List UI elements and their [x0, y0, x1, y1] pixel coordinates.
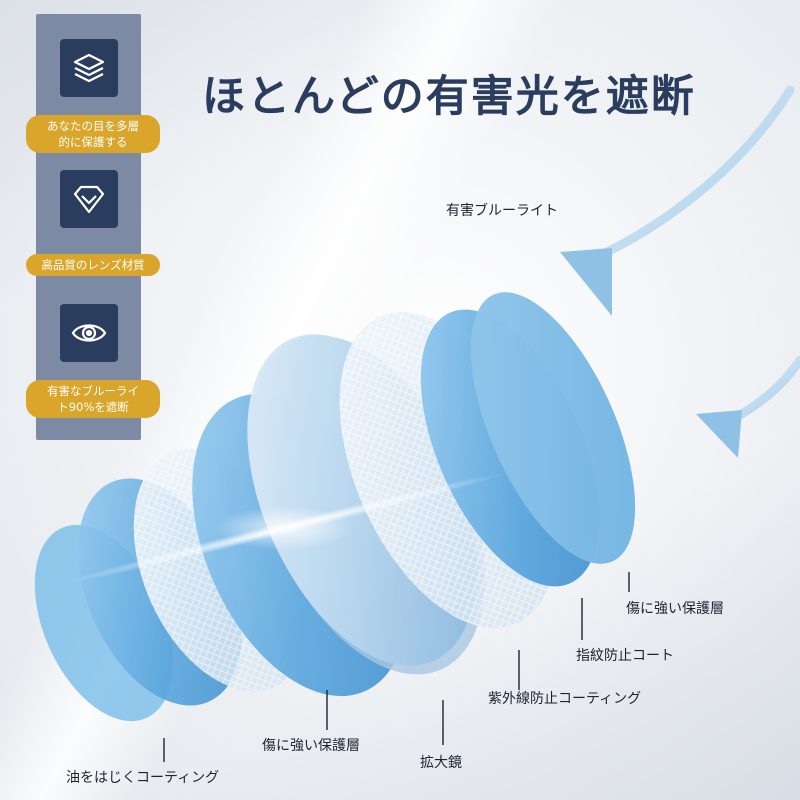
layer-label-scratch-front: 傷に強い保護層: [262, 738, 360, 754]
layer-label-uv: 紫外線防止コーティング: [488, 691, 642, 707]
feature-tag-multilayer: あなたの目を多層 的に保護する: [26, 115, 160, 153]
lens-scratch-back: [470, 292, 636, 564]
layers-icon: [60, 39, 118, 97]
layer-label-oil: 油をはじくコーティング: [66, 770, 220, 786]
light-flare: [61, 472, 509, 584]
feature-tag-bluelight: 有害なブルーライ ト90%を遮断: [26, 380, 160, 418]
incoming-light-label: 有害ブルーライト: [446, 203, 558, 219]
feature-tag-line: 的に保護する: [58, 135, 128, 149]
eye-icon: [60, 304, 118, 362]
layer-label-magnifier: 拡大鏡: [420, 755, 462, 771]
feature-tag-line: 高品質のレンズ材質: [41, 258, 145, 272]
feature-tag-line: あなたの目を多層: [47, 119, 139, 133]
feature-tag-line: ト90%を遮断: [57, 400, 129, 414]
feature-sidebar: あなたの目を多層 的に保護する 高品質のレンズ材質: [26, 14, 160, 440]
light-arrow-lower: [696, 355, 800, 458]
page-title: ほとんどの有害光を遮断: [202, 72, 696, 122]
feature-tag-material: 高品質のレンズ材質: [26, 254, 160, 276]
layer-label-scratch-back: 傷に強い保護層: [626, 601, 724, 617]
diamond-icon: [60, 170, 118, 228]
layer-label-fingerprint: 指紋防止コート: [576, 648, 674, 664]
leader-lines: [163, 572, 630, 762]
light-arrow-upper: [560, 85, 795, 316]
feature-tag-line: 有害なブルーライ: [47, 384, 139, 398]
lens-scratch-back-tint: [470, 292, 636, 564]
